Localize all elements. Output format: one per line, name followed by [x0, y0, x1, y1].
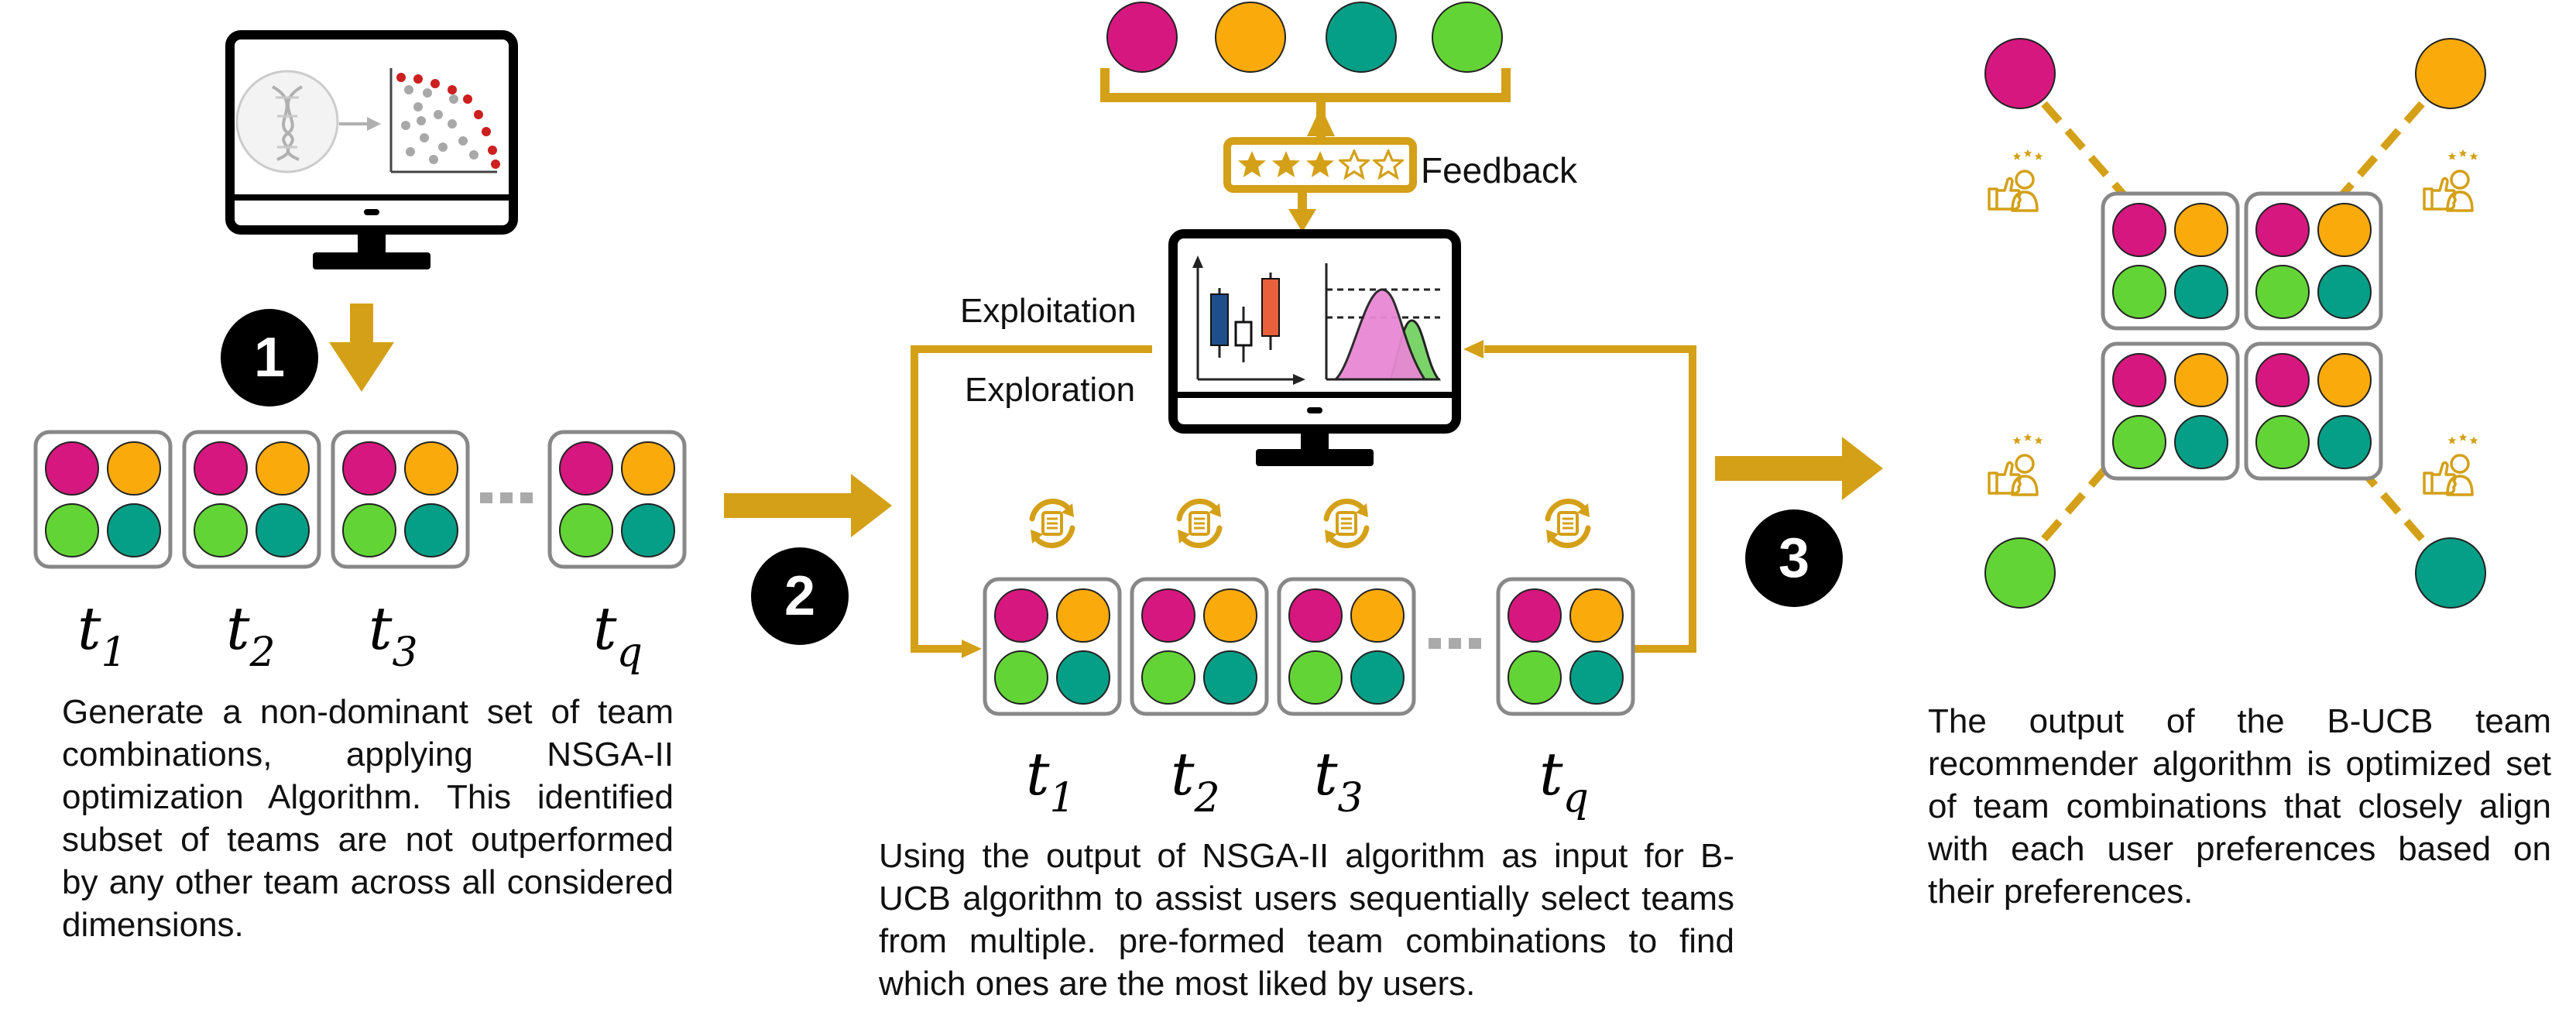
- team-list-step2: [985, 579, 1633, 714]
- step-3-number: 3: [1779, 527, 1809, 589]
- team-card: [985, 579, 1120, 714]
- thumbs-up-user-icon: [1989, 434, 2043, 495]
- team-card: [2246, 194, 2381, 328]
- arrow-right-icon: [1715, 437, 1883, 500]
- exploration-label: Exploration: [965, 371, 1135, 409]
- star-rating-icon: [1223, 137, 1417, 193]
- step-1-number: 1: [254, 327, 285, 389]
- palette-bracket: [1100, 68, 1511, 102]
- team-labels-step1: t1 t2 t3 tq: [77, 594, 643, 676]
- user-choice-orange: [2415, 38, 2486, 109]
- team-label: tq: [1539, 739, 1589, 821]
- user-choice-pink: [1984, 38, 2056, 109]
- optimized-teams: [2103, 194, 2381, 478]
- team-label: tq: [593, 594, 643, 676]
- team-list-step1: [36, 432, 684, 567]
- team-card: [36, 432, 170, 567]
- user-choices: [1984, 38, 2486, 609]
- step-2-caption: Using the output of NSGA-II algorithm as…: [879, 837, 1734, 1003]
- dna-icon: [235, 70, 339, 173]
- step-2-number: 2: [784, 565, 815, 627]
- arrow-down-icon: [329, 304, 394, 392]
- team-card: [550, 432, 684, 567]
- arrow-icon: [339, 117, 381, 131]
- team-label: t3: [369, 594, 418, 676]
- feedback-label: Feedback: [1421, 150, 1578, 190]
- refresh-cycle-icon: [1031, 501, 1074, 545]
- team-card: [1279, 579, 1414, 714]
- pareto-scatter-icon: [389, 68, 500, 173]
- feedback-arrows: [1288, 98, 1335, 232]
- team-label: t3: [1314, 739, 1363, 821]
- step-2-marker: 2: [751, 547, 849, 645]
- thumbs-up-user-icon: [2424, 149, 2478, 211]
- team-label: t2: [226, 594, 276, 676]
- thumbs-up-user-icon: [2424, 434, 2478, 495]
- team-labels-step2: t1 t2 t3 tq: [1026, 739, 1589, 821]
- loop-arrowhead: [1463, 340, 1484, 358]
- refresh-cycle-icon: [1546, 501, 1590, 545]
- step-3-caption: The output of the B-UCB team recommender…: [1928, 702, 2551, 911]
- team-label: t1: [1026, 739, 1075, 821]
- candlestick-chart-icon: [1192, 256, 1305, 385]
- team-card: [2103, 194, 2238, 328]
- team-card: [1498, 579, 1633, 714]
- refresh-cycle-icon: [1178, 501, 1221, 545]
- user-choice-teal: [2415, 537, 2486, 609]
- team-label: t1: [77, 594, 127, 676]
- bandit-monitor: [1168, 229, 1461, 466]
- team-card: [184, 432, 319, 567]
- step-1-caption: Generate a non-dominant set of team comb…: [62, 693, 674, 944]
- thumbs-up-user-icon: [1989, 149, 2043, 211]
- arrow-right-icon: [724, 474, 892, 537]
- team-card: [1132, 579, 1267, 714]
- nsga-monitor: [225, 30, 518, 269]
- ellipsis-dots: [480, 492, 533, 503]
- step-3-marker: 3: [1745, 509, 1843, 607]
- team-card: [333, 432, 468, 567]
- distribution-chart-icon: [1325, 263, 1442, 381]
- arm-palette: [1106, 2, 1503, 73]
- team-card: [2103, 344, 2238, 478]
- team-card: [2246, 344, 2381, 478]
- user-choice-green: [1984, 537, 2056, 609]
- bandit-loop: [911, 345, 1696, 653]
- team-label: t2: [1171, 739, 1220, 821]
- loop-arrowhead: [962, 640, 982, 658]
- step-1-marker: 1: [221, 309, 318, 406]
- refresh-icons: [1031, 501, 1590, 545]
- exploitation-label: Exploitation: [960, 292, 1136, 330]
- refresh-cycle-icon: [1325, 501, 1368, 545]
- ellipsis-dots: [1429, 638, 1481, 649]
